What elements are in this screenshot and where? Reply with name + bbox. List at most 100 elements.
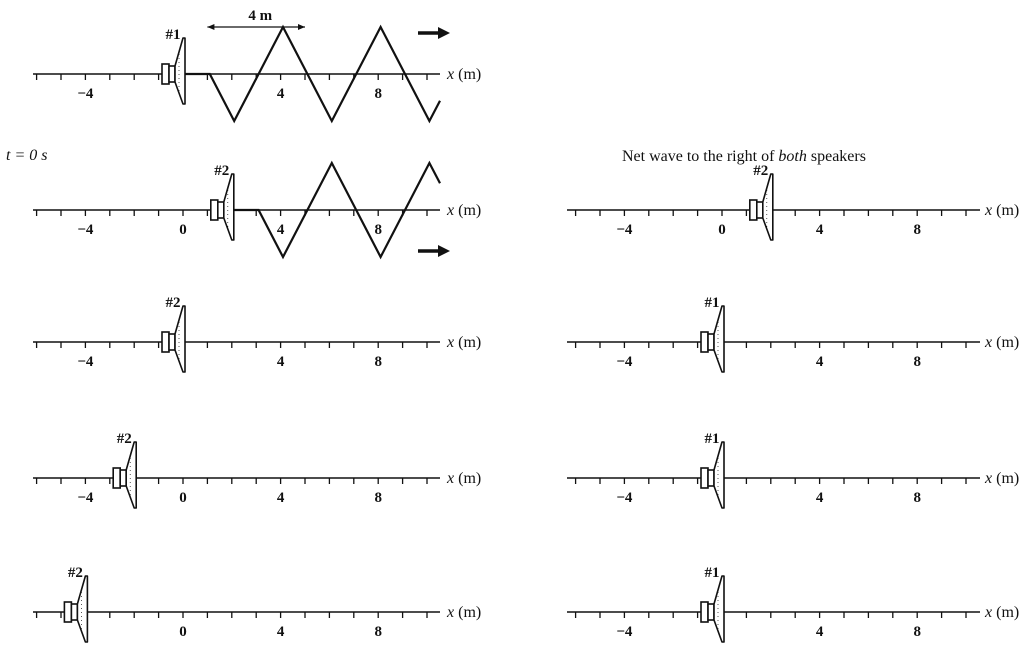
speaker-driver bbox=[119, 469, 127, 487]
sound-wave bbox=[185, 24, 441, 124]
tick-label: 8 bbox=[913, 490, 921, 506]
speaker-magnet bbox=[112, 467, 121, 489]
speaker-magnet bbox=[161, 331, 170, 353]
speaker-icon: #1 bbox=[161, 27, 186, 105]
tick-label: −4 bbox=[616, 354, 633, 370]
axis-unit-label: x (m) bbox=[984, 334, 1019, 351]
speaker-cone bbox=[76, 575, 89, 643]
tick-label: 0 bbox=[179, 624, 187, 640]
speaker-label: #2 bbox=[214, 163, 229, 179]
left-panel: −4 4 8 x (m) #2 bbox=[33, 295, 481, 373]
right-panel: −4 4 8 x (m) #1 bbox=[567, 565, 1019, 643]
wavelength-label: 4 m bbox=[248, 8, 272, 24]
speaker-icon: #2 bbox=[748, 163, 774, 241]
right-panel: −4 4 8 x (m) #1 bbox=[567, 431, 1019, 509]
speaker-icon: #2 bbox=[63, 565, 89, 643]
speaker-icon: #1 bbox=[700, 431, 725, 509]
axis-unit-label: x (m) bbox=[984, 470, 1019, 487]
axis-unit-label: x (m) bbox=[446, 470, 481, 487]
left-panel: −4 0 4 8 x (m) #2 bbox=[33, 431, 481, 509]
tick-label: 4 bbox=[816, 624, 824, 640]
speaker-cone bbox=[713, 305, 725, 373]
propagation-arrow-head bbox=[438, 245, 450, 257]
speaker-driver bbox=[755, 201, 764, 219]
speaker-label: #1 bbox=[705, 565, 720, 581]
speaker-driver bbox=[70, 603, 79, 621]
right-title-prefix: Net wave to the right of bbox=[622, 148, 778, 165]
speaker-magnet bbox=[210, 199, 219, 221]
tick-label: −4 bbox=[77, 490, 94, 506]
speaker-label: #2 bbox=[68, 565, 83, 581]
axis-unit-label: x (m) bbox=[446, 604, 481, 621]
speaker-icon: #2 bbox=[161, 295, 186, 373]
panels: −4 4 8 x (m) #1 −4 0 4 8 x (m) #2 −4 4 8 x (m) #2 −4 0 4 8 x… bbox=[33, 8, 1019, 643]
tick-label: 4 bbox=[277, 490, 285, 506]
tick-label: 0 bbox=[179, 222, 187, 238]
tick-label: 8 bbox=[374, 222, 382, 238]
right-panel: −4 4 8 x (m) #1 bbox=[567, 295, 1019, 373]
left-panel: −4 0 4 8 x (m) #2 bbox=[33, 160, 481, 260]
tick-label: 4 bbox=[816, 490, 824, 506]
speaker-label: #2 bbox=[117, 431, 132, 447]
tick-label: 4 bbox=[816, 222, 824, 238]
tick-label: 8 bbox=[913, 624, 921, 640]
tick-label: −4 bbox=[616, 624, 633, 640]
left-panel: 0 4 8 x (m) #2 bbox=[33, 565, 481, 643]
tick-label: 8 bbox=[374, 624, 382, 640]
speaker-cone bbox=[762, 173, 774, 241]
speaker-magnet bbox=[700, 601, 709, 623]
axis-unit-label: x (m) bbox=[446, 334, 481, 351]
tick-label: −4 bbox=[77, 222, 94, 238]
tick-label: −4 bbox=[616, 222, 633, 238]
sound-wave bbox=[234, 160, 441, 260]
speaker-magnet bbox=[700, 331, 709, 353]
speaker-label: #2 bbox=[166, 295, 181, 311]
dimension-arrow-right bbox=[298, 24, 305, 30]
speaker-icon: #2 bbox=[210, 163, 235, 241]
propagation-arrow-head bbox=[438, 27, 450, 39]
left-panel: −4 4 8 x (m) #1 bbox=[33, 24, 481, 124]
tick-label: 4 bbox=[277, 86, 285, 102]
axis-unit-label: x (m) bbox=[984, 604, 1019, 621]
speaker-driver bbox=[217, 201, 225, 219]
speaker-cone bbox=[125, 441, 137, 509]
speaker-magnet bbox=[748, 199, 758, 221]
speaker-driver bbox=[707, 469, 715, 487]
tick-label: 4 bbox=[277, 222, 285, 238]
speaker-icon: #1 bbox=[700, 295, 725, 373]
tick-label: 0 bbox=[718, 222, 726, 238]
tick-label: 4 bbox=[816, 354, 824, 370]
tick-label: 8 bbox=[374, 354, 382, 370]
speaker-label: #2 bbox=[753, 163, 768, 179]
right-column-title: Net wave to the right of both speakers bbox=[622, 148, 866, 165]
speaker-label: #1 bbox=[166, 27, 181, 43]
speaker-cone bbox=[713, 575, 725, 643]
axis-unit-label: x (m) bbox=[446, 66, 481, 83]
speaker-cone bbox=[223, 173, 235, 241]
tick-label: 4 bbox=[277, 624, 285, 640]
wavelength-dimension: 4 m bbox=[207, 8, 305, 30]
speaker-cone bbox=[713, 441, 725, 509]
tick-label: 4 bbox=[277, 354, 285, 370]
speaker-driver bbox=[168, 65, 176, 83]
speaker-cone bbox=[174, 37, 186, 105]
tick-label: −4 bbox=[77, 354, 94, 370]
tick-label: 8 bbox=[374, 86, 382, 102]
tick-label: 0 bbox=[179, 490, 187, 506]
tick-label: 8 bbox=[374, 490, 382, 506]
speaker-magnet bbox=[161, 63, 170, 85]
axis-unit-label: x (m) bbox=[446, 202, 481, 219]
tick-label: 8 bbox=[913, 222, 921, 238]
speaker-icon: #1 bbox=[700, 565, 725, 643]
right-title-emphasis: both bbox=[778, 148, 806, 165]
speaker-label: #1 bbox=[705, 295, 720, 311]
speaker-driver bbox=[707, 333, 715, 351]
speaker-driver bbox=[707, 603, 715, 621]
right-title-suffix: speakers bbox=[807, 148, 866, 165]
speaker-magnet bbox=[700, 467, 709, 489]
tick-label: −4 bbox=[616, 490, 633, 506]
tick-label: 8 bbox=[913, 354, 921, 370]
tick-label: −4 bbox=[77, 86, 94, 102]
